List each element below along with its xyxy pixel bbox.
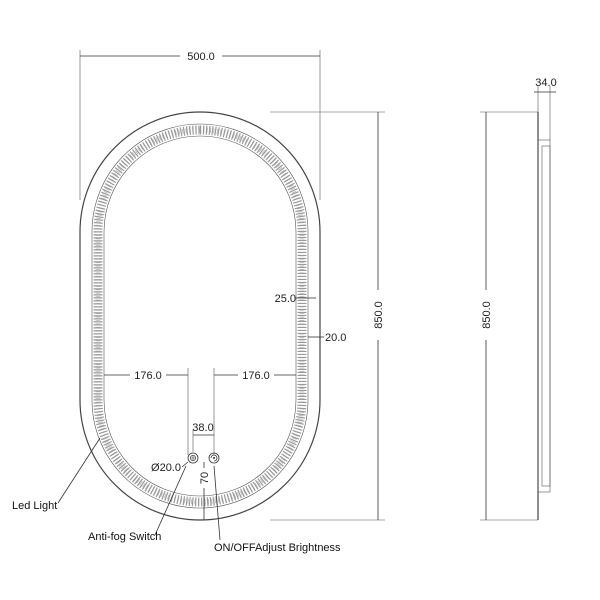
switch-height-label: 70 <box>199 472 211 484</box>
switch-spacing-label: 38.0 <box>192 422 213 434</box>
callouts: Led Light Anti-fog Switch ON/OFFAdjust B… <box>12 437 341 554</box>
side-body-inner <box>541 145 551 487</box>
led-light-leader <box>57 437 101 504</box>
left-offset-label: 176.0 <box>134 370 162 382</box>
diameter-label: Ø20.0 <box>151 462 181 474</box>
height-side-label: 850.0 <box>481 301 493 329</box>
anti-fog-leader <box>154 465 187 536</box>
anti-fog-label: Anti-fog Switch <box>88 531 161 543</box>
right-offset-label: 176.0 <box>242 370 270 382</box>
width-label: 500.0 <box>187 51 215 63</box>
mirror-outer-frame <box>79 111 321 521</box>
front-view: 500.0 850.0 25.0 20.0 176.0 176.0 38.0 <box>79 50 385 521</box>
on-off-switch <box>208 452 220 464</box>
adjust-brightness-text: Adjust Brightness <box>255 542 341 554</box>
on-off-label: ON/OFFAdjust Brightness <box>214 542 341 554</box>
diameter-leader <box>181 461 189 468</box>
side-view: 34.0 850.0 <box>480 77 557 521</box>
band-label: 20.0 <box>325 332 346 344</box>
depth-label: 34.0 <box>535 77 556 89</box>
side-body <box>537 139 551 493</box>
led-band-outer <box>91 123 309 509</box>
on-off-text: ON/OFF <box>214 542 256 554</box>
led-texture <box>93 125 307 507</box>
led-texture-fine <box>95 127 305 505</box>
on-off-leader <box>213 465 221 541</box>
led-band-inner <box>103 135 297 497</box>
height-front-label: 850.0 <box>373 301 385 329</box>
anti-fog-switch <box>187 452 199 464</box>
inset-label: 25.0 <box>275 293 296 305</box>
led-light-label: Led Light <box>12 500 57 512</box>
